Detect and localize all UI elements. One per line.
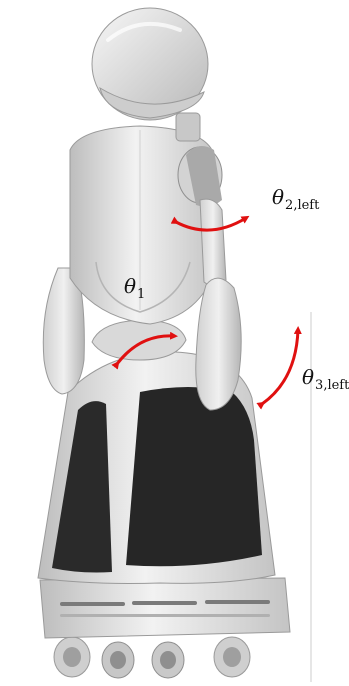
theta2-label: θ2,left — [272, 187, 319, 207]
arm-left-forearm — [196, 278, 241, 410]
theta1-symbol: θ — [124, 274, 136, 298]
head — [92, 8, 208, 120]
wheels — [54, 637, 250, 678]
theta3-arrow — [262, 330, 298, 404]
front-dark-panel — [126, 387, 262, 566]
theta2-symbol: θ — [272, 185, 284, 209]
theta2-subscript: 2,left — [285, 198, 319, 213]
theta3-subscript: 3,left — [315, 378, 349, 393]
theta1-label: θ1 — [124, 276, 145, 296]
theta3-label: θ3,left — [302, 367, 349, 387]
arm-left-upper — [200, 199, 226, 285]
waist-joint — [92, 320, 186, 360]
theta3-symbol: θ — [302, 365, 314, 389]
theta1-subscript: 1 — [137, 287, 145, 302]
base-plate — [40, 578, 290, 638]
neck — [176, 113, 200, 141]
